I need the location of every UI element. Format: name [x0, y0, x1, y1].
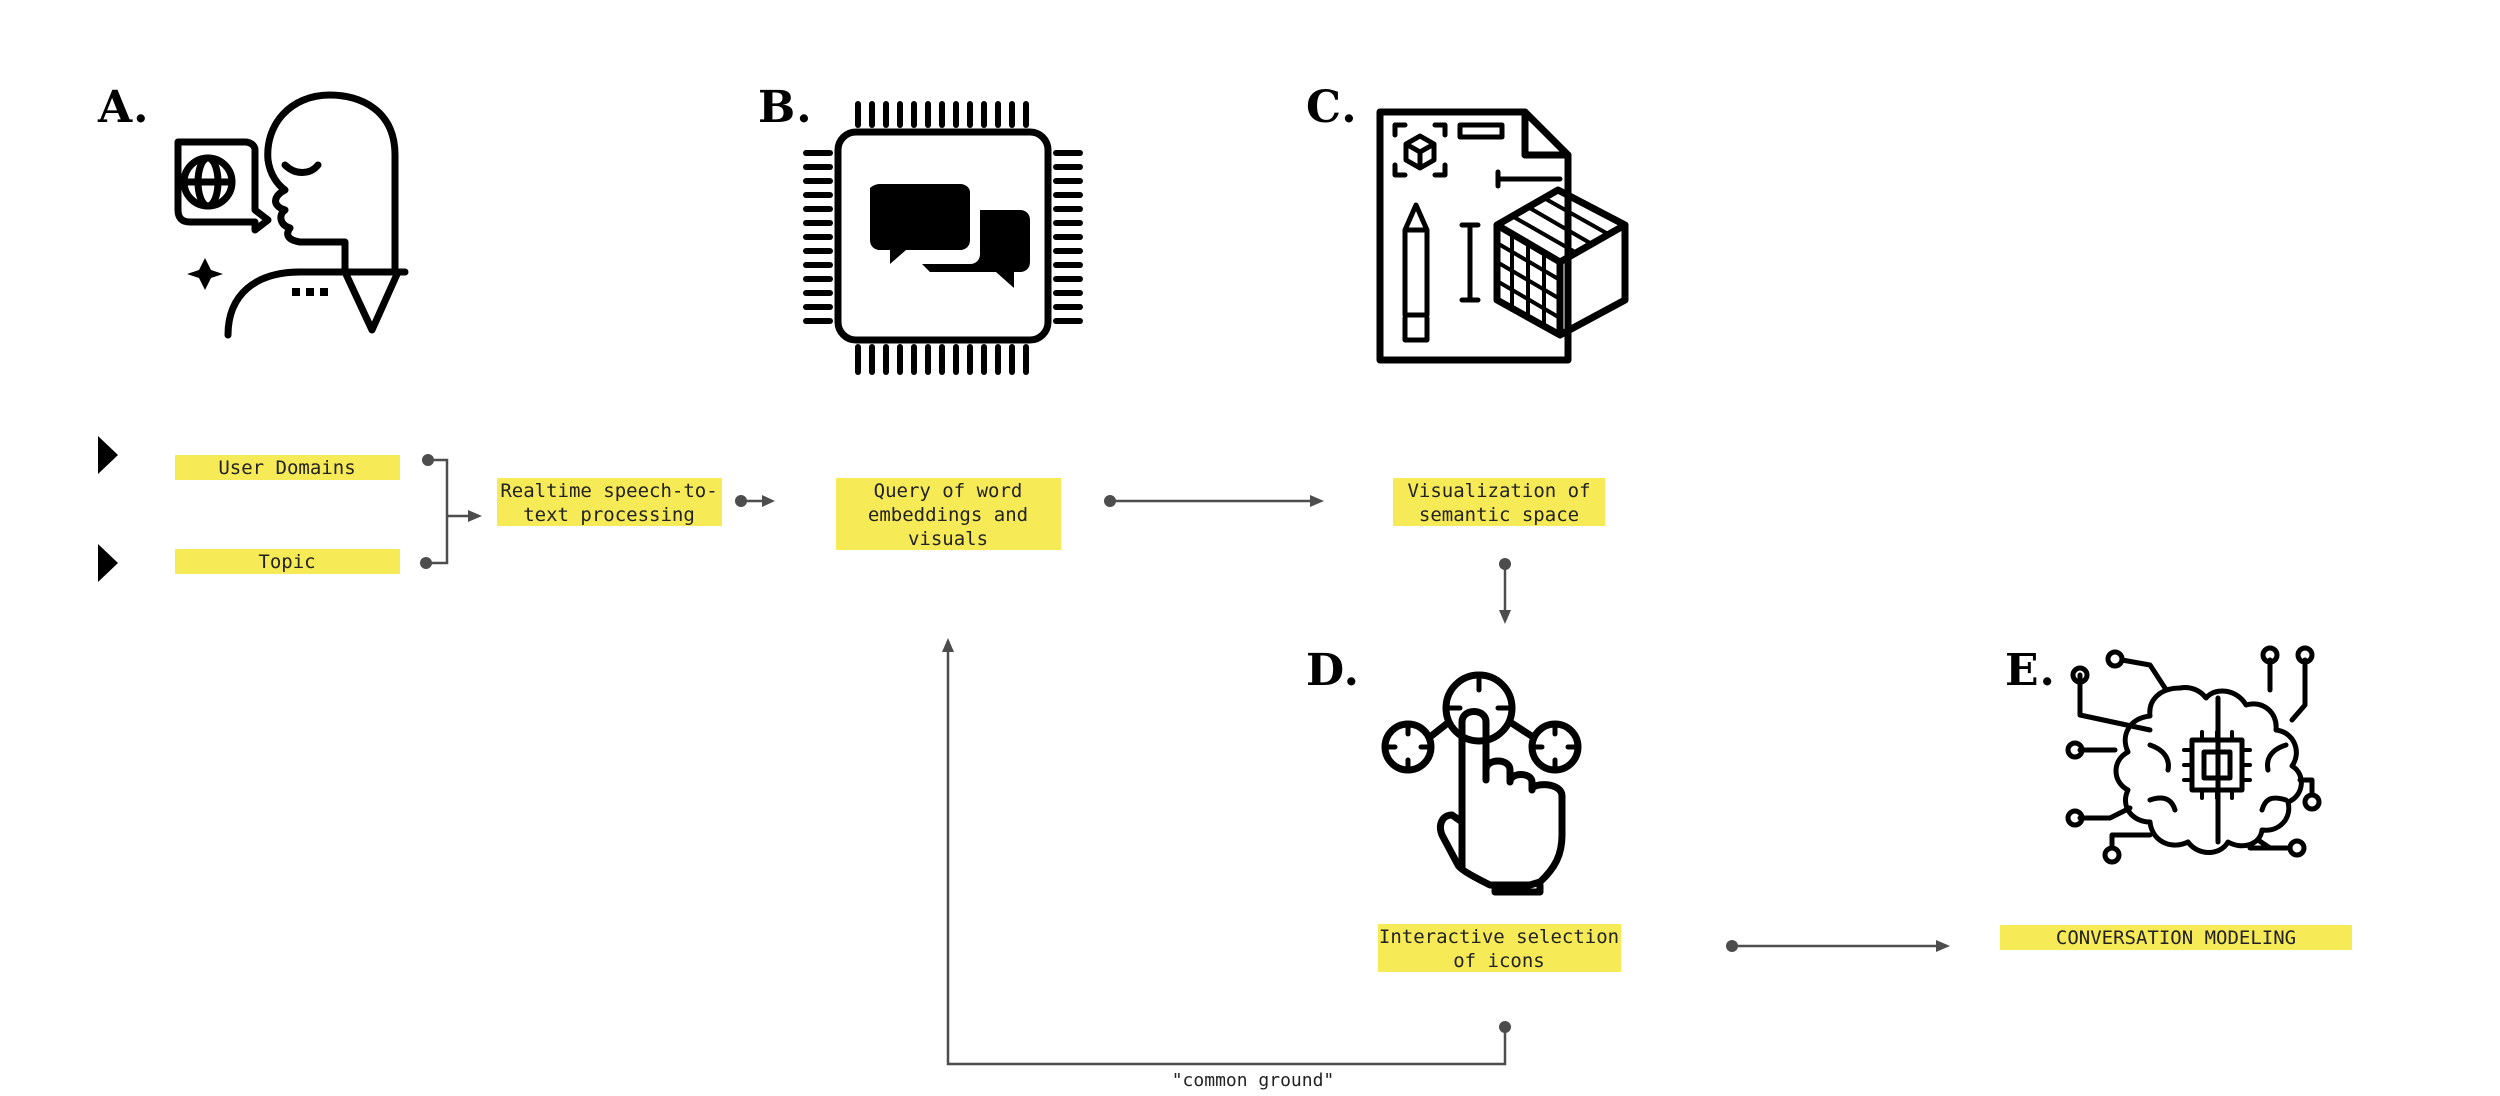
node-topic: Topic	[175, 549, 400, 574]
section-letter-e: E.	[2005, 645, 2056, 696]
speaking-person-globe-icon	[174, 91, 409, 339]
node-interactive-selection: Interactive selection of icons	[1378, 924, 1621, 972]
node-label: Topic	[258, 551, 315, 573]
connector-feedback-loop	[942, 638, 1511, 1066]
node-user-domains: User Domains	[175, 455, 400, 480]
node-label: CONVERSATION MODELING	[2056, 927, 2296, 949]
blueprint-cube-icon	[1376, 108, 1629, 364]
connector-inputs-merge	[420, 454, 482, 569]
node-label-line-2: of icons	[1453, 950, 1545, 972]
node-label-line-1: Query of word	[874, 480, 1023, 502]
touch-select-icon	[1381, 671, 1582, 896]
node-label-line-1: Realtime speech-to-	[500, 480, 717, 502]
connector-visualization-to-selection	[1499, 558, 1511, 624]
section-letter-c: C.	[1306, 82, 1358, 133]
node-label-line-2: embeddings and	[868, 504, 1028, 526]
node-visualization: Visualization of semantic space	[1393, 478, 1605, 526]
input-marker-user-domains	[98, 436, 118, 474]
node-label-line-1: Visualization of	[1407, 480, 1590, 502]
node-label-line-1: Interactive selection	[1379, 926, 1619, 948]
node-label-line-3: visuals	[908, 528, 988, 550]
node-label-line-2: text processing	[523, 504, 695, 526]
feedback-label: "common ground"	[1172, 1070, 1335, 1091]
connector-speech-to-query	[735, 495, 775, 507]
connector-selection-to-modeling	[1726, 940, 1950, 952]
chip-chat-icon	[803, 101, 1083, 375]
input-marker-topic	[98, 544, 118, 582]
node-label-line-2: semantic space	[1419, 504, 1579, 526]
section-letter-d: D.	[1306, 645, 1360, 696]
node-speech-to-text: Realtime speech-to- text processing	[497, 478, 722, 526]
node-label: User Domains	[218, 457, 355, 479]
brain-circuit-icon	[2065, 645, 2322, 865]
section-letter-b: B.	[758, 82, 813, 133]
section-letter-a: A.	[97, 82, 149, 133]
node-query-embeddings: Query of word embeddings and visuals	[836, 478, 1061, 550]
node-conversation-modeling: CONVERSATION MODELING	[2000, 925, 2352, 950]
connector-query-to-visualization	[1104, 495, 1324, 507]
